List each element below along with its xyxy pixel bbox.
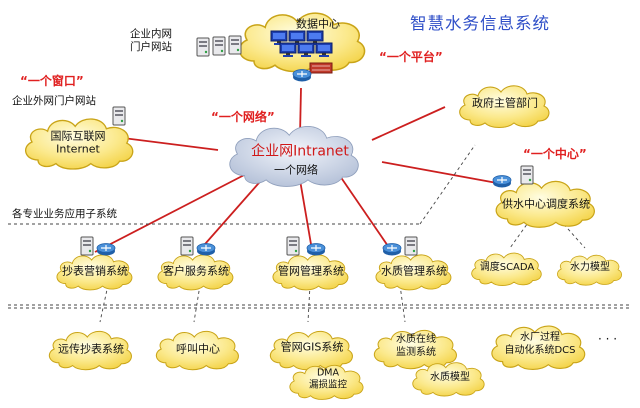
pipe-label: 管网管理系统 bbox=[278, 264, 344, 278]
hydraulic-label: 水力模型 bbox=[570, 262, 610, 273]
billing-label: 抄表营销系统 bbox=[62, 264, 128, 278]
waterq-router bbox=[382, 242, 402, 256]
intranet-label: 企业网Intranet bbox=[251, 143, 349, 160]
callcenter-label: 呼叫中心 bbox=[176, 342, 220, 356]
waterq-label: 水质管理系统 bbox=[381, 264, 447, 278]
dma-label-1: DMA bbox=[316, 367, 340, 379]
dma-label-2: 漏损监控 bbox=[308, 379, 348, 391]
dcs-label-2: 自动化系统DCS bbox=[504, 345, 576, 356]
pipe-server bbox=[286, 236, 300, 256]
billing-router bbox=[96, 242, 116, 256]
one-network-label: 一个网络 bbox=[274, 163, 318, 177]
customer-router bbox=[196, 242, 216, 256]
internet-server bbox=[112, 106, 126, 126]
link-lines bbox=[94, 87, 498, 253]
intranet-portal-label-1: 企业内网 bbox=[130, 28, 172, 40]
dispatch-server bbox=[520, 165, 534, 185]
portal-servers bbox=[196, 35, 242, 57]
datacenter-label: 数据中心 bbox=[296, 17, 340, 31]
internet-label-1: 国际互联网 bbox=[50, 129, 106, 143]
datacenter-pcs bbox=[270, 30, 333, 74]
scada-label: 调度SCADA bbox=[479, 262, 535, 273]
customer-server bbox=[180, 236, 194, 256]
waterq-server bbox=[404, 236, 418, 256]
datacenter-router bbox=[292, 68, 312, 82]
customer-label: 客户服务系统 bbox=[163, 264, 229, 278]
pipe-router bbox=[306, 242, 326, 256]
extranet-portal-label: 企业外网门户网站 bbox=[12, 95, 96, 107]
quote-network: “一个网络” bbox=[211, 110, 275, 124]
subsystems-label: 各专业业务应用子系统 bbox=[12, 208, 117, 220]
dcs-label-1: 水厂过程 bbox=[520, 332, 560, 343]
remote-meter-label: 远传抄表系统 bbox=[58, 342, 124, 356]
internet-label-2: Internet bbox=[56, 142, 100, 156]
dispatch-router bbox=[492, 174, 512, 188]
billing-server bbox=[80, 236, 94, 256]
wq-model-label: 水质模型 bbox=[430, 372, 470, 383]
government-label: 政府主管部门 bbox=[472, 96, 538, 110]
ellipsis: · · · bbox=[598, 332, 618, 346]
dispatch-label: 供水中心调度系统 bbox=[502, 197, 590, 211]
quote-platform: “一个平台” bbox=[379, 50, 443, 64]
quote-window: “一个窗口” bbox=[20, 74, 84, 88]
online-label-1: 水质在线 bbox=[396, 334, 436, 345]
quote-center: “一个中心” bbox=[523, 147, 587, 161]
gis-label: 管网GIS系统 bbox=[280, 340, 344, 354]
diagram-title: 智慧水务信息系统 bbox=[410, 14, 550, 33]
intranet-portal-label-2: 门户网站 bbox=[130, 41, 172, 53]
online-label-2: 监测系统 bbox=[396, 347, 436, 358]
